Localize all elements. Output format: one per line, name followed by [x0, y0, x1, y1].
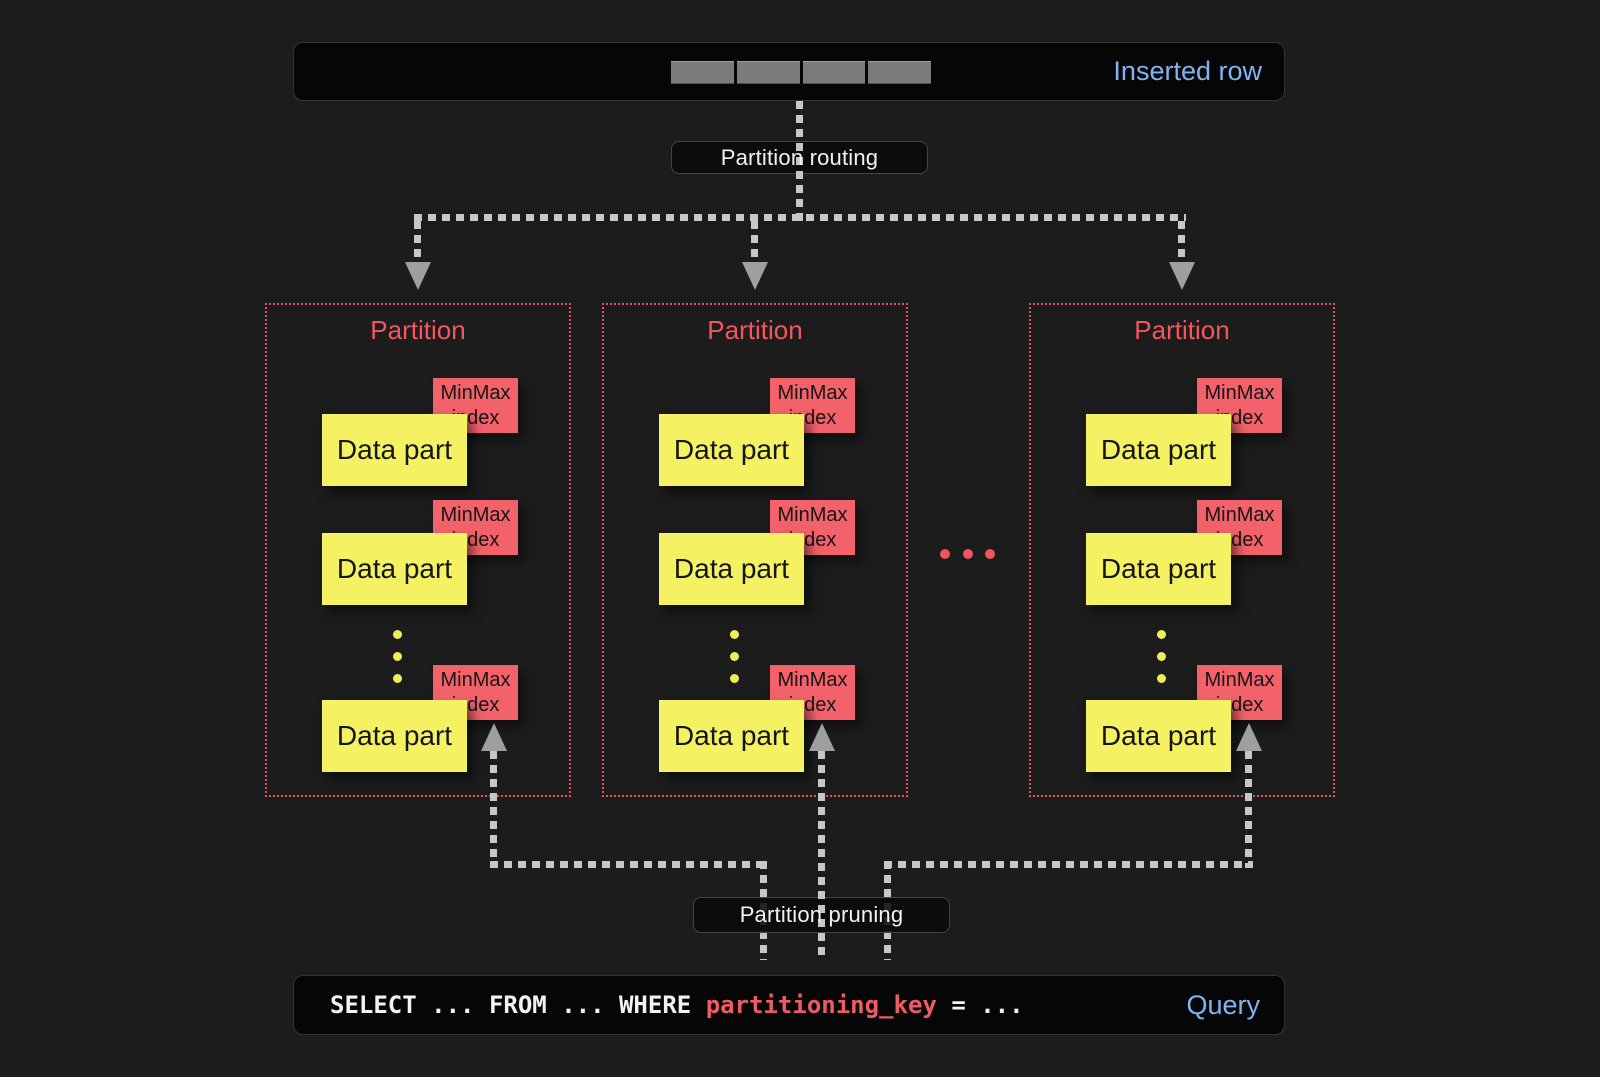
more-parts-dot [730, 674, 739, 683]
arrow-down-icon [742, 262, 768, 290]
routing-drop-line-2 [751, 221, 758, 262]
partition-box-2: Partition MinMax index Data part MinMax … [602, 303, 908, 797]
data-part-box: Data part [322, 700, 467, 772]
sql-select-clause: SELECT ... FROM ... WHERE [330, 991, 706, 1019]
more-parts-dot [1157, 674, 1166, 683]
arrow-down-icon [1169, 262, 1195, 290]
data-part-box: Data part [1086, 533, 1231, 605]
partition-routing-label: Partition routing [720, 144, 879, 170]
minmax-index-tag: MinMax index [433, 378, 518, 433]
minmax-index-tag: MinMax index [433, 665, 518, 720]
partition-pruning-label: Partition pruning [739, 902, 904, 927]
query-panel: SELECT ... FROM ... WHERE partitioning_k… [293, 975, 1285, 1035]
pruning-rise-line-3 [1245, 751, 1252, 868]
query-label: Query [1186, 989, 1260, 1020]
row-cell [868, 61, 931, 84]
inserted-row-label: Inserted row [1113, 56, 1262, 86]
pruning-rise-line-2 [818, 751, 825, 960]
more-parts-dot [730, 652, 739, 661]
row-cell [671, 61, 734, 84]
arrow-up-icon [1236, 723, 1262, 751]
pruning-branch-line-right [884, 861, 1253, 868]
arrow-up-icon [809, 723, 835, 751]
data-part-box: Data part [322, 414, 467, 486]
partition-box-3: Partition MinMax index Data part MinMax … [1029, 303, 1335, 797]
arrow-down-icon [405, 262, 431, 290]
partition-title: Partition [707, 315, 803, 345]
row-cell [736, 61, 800, 84]
sql-text: SELECT ... FROM ... WHERE partitioning_k… [330, 991, 1024, 1019]
data-part-box: Data part [322, 533, 467, 605]
row-cell [802, 61, 866, 84]
routing-drop-line-3 [1178, 221, 1185, 262]
routing-drop-line-1 [414, 221, 421, 262]
more-parts-dot [393, 674, 402, 683]
ellipsis-dot [985, 549, 995, 559]
inserted-row-cells [671, 61, 931, 84]
partition-title: Partition [1134, 315, 1230, 345]
data-part-box: Data part [1086, 700, 1231, 772]
pruning-rise-line-1 [490, 751, 497, 868]
more-parts-dot [1157, 630, 1166, 639]
data-part-box: Data part [659, 533, 804, 605]
more-parts-dot [1157, 652, 1166, 661]
data-part-box: Data part [1086, 414, 1231, 486]
minmax-index-tag: MinMax index [770, 500, 855, 555]
pruning-branch-line-left [490, 861, 767, 868]
sql-equals-clause: = ... [936, 991, 1024, 1019]
partition-box-1: Partition MinMax index Data part MinMax … [265, 303, 571, 797]
partition-title: Partition [370, 315, 466, 345]
data-part-box: Data part [659, 414, 804, 486]
more-parts-dot [393, 652, 402, 661]
arrow-up-icon [481, 723, 507, 751]
sql-partitioning-key: partitioning_key [705, 991, 937, 1019]
more-parts-dot [730, 630, 739, 639]
ellipsis-dot [963, 549, 973, 559]
ellipsis-dot [940, 549, 950, 559]
more-parts-dot [393, 630, 402, 639]
data-part-box: Data part [659, 700, 804, 772]
inserted-row-panel: Inserted row [293, 42, 1285, 101]
routing-feed-line [796, 101, 803, 221]
